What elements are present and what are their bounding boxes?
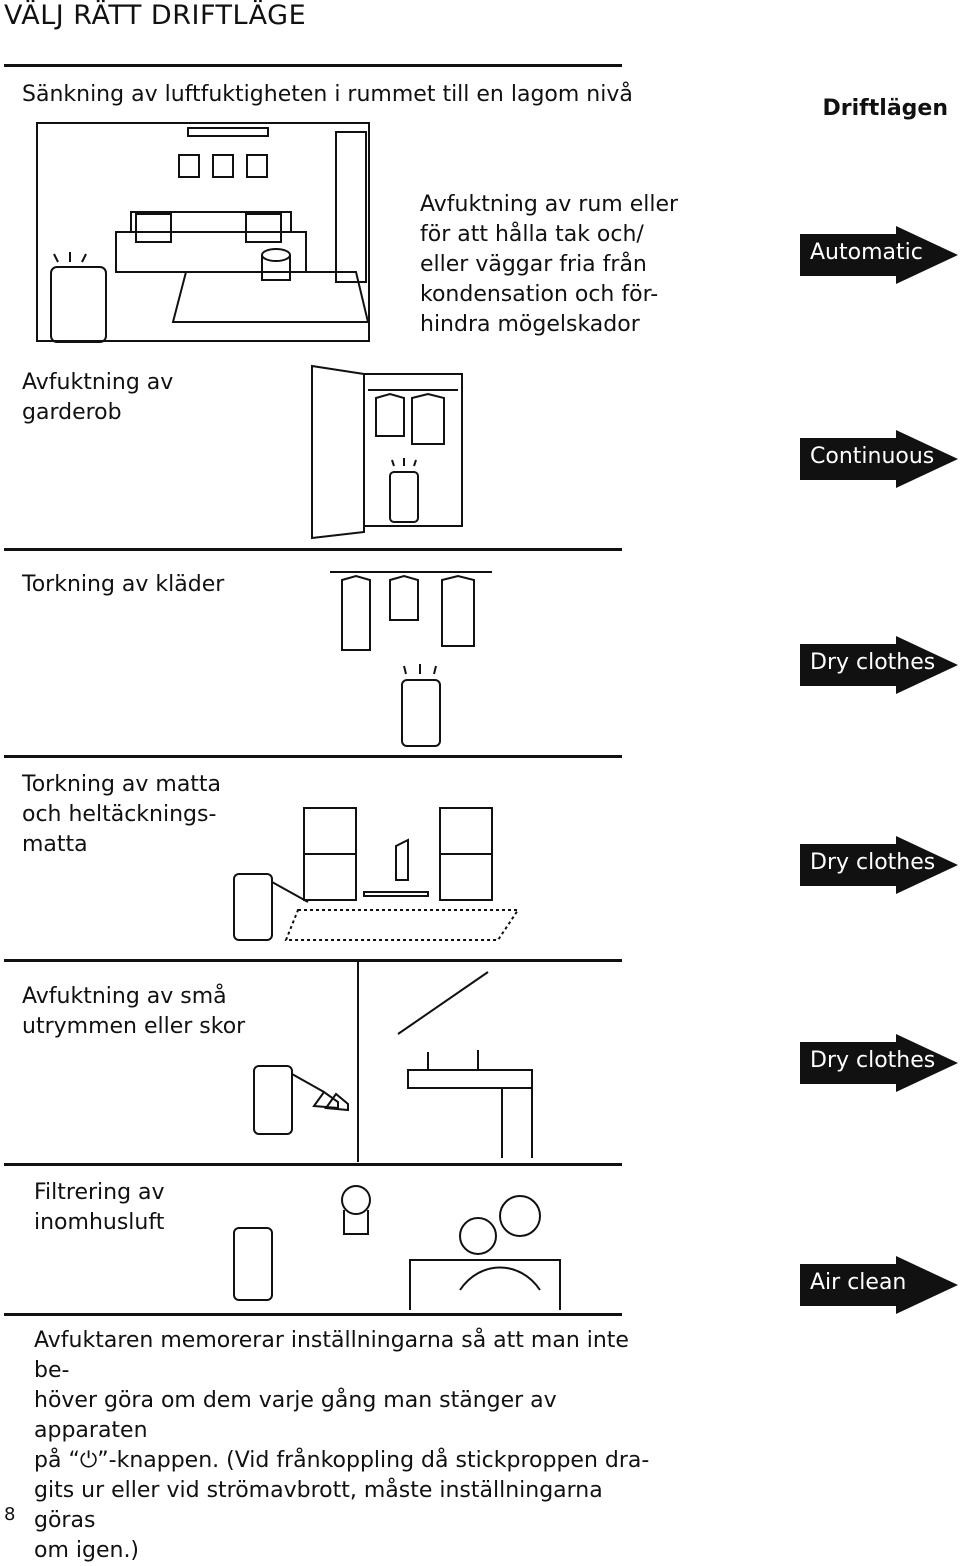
memory-note: Avfuktaren memorerar inställningarna så … xyxy=(34,1328,650,1563)
arrow-shape xyxy=(800,836,958,894)
mode-arrow-dry-clothes: Dry clothes xyxy=(800,836,958,894)
small-space-illustration xyxy=(248,962,538,1162)
section-label-room: Sänkning av luftfuktigheten i rummet til… xyxy=(22,82,633,107)
modes-heading: Driftlägen xyxy=(822,96,948,121)
mode-arrow-continuous: Continuous xyxy=(800,430,958,488)
section-label-small-spaces: Avfuktning av små utrymmen eller skor xyxy=(22,984,246,1039)
room-description: Avfuktning av rum eller för att hålla ta… xyxy=(420,192,679,337)
mode-arrow-dry-clothes: Dry clothes xyxy=(800,636,958,694)
section-divider xyxy=(4,548,622,551)
carpet-drying-illustration xyxy=(228,806,528,946)
section-label-clothes: Torkning av kläder xyxy=(22,572,225,597)
section-divider xyxy=(4,1163,622,1166)
mode-arrow-dry-clothes: Dry clothes xyxy=(800,1034,958,1092)
section-divider xyxy=(4,959,622,962)
mode-label: Continuous xyxy=(810,444,935,469)
clothes-drying-illustration xyxy=(326,562,496,752)
mode-label: Dry clothes xyxy=(810,1048,936,1073)
living-room-illustration xyxy=(36,122,372,344)
section-label-carpet: Torkning av matta och heltäcknings- matt… xyxy=(22,772,222,857)
mode-label: Air clean xyxy=(810,1270,907,1295)
mode-arrow-air-clean: Air clean xyxy=(800,1256,958,1314)
page-number: 8 xyxy=(4,1504,16,1525)
section-divider xyxy=(4,755,622,758)
section-label-wardrobe: Avfuktning av garderob xyxy=(22,370,174,425)
arrow-shape xyxy=(800,1034,958,1092)
mode-label: Automatic xyxy=(810,240,923,265)
arrow-shape xyxy=(800,1256,958,1314)
page-title: VÄLJ RÄTT DRIFTLÄGE xyxy=(4,0,307,31)
mode-label: Dry clothes xyxy=(810,850,936,875)
mode-arrow-automatic: Automatic xyxy=(800,226,958,284)
arrow-shape xyxy=(800,226,958,284)
wardrobe-illustration xyxy=(308,362,466,540)
arrow-shape xyxy=(800,430,958,488)
arrow-shape xyxy=(800,636,958,694)
mode-label: Dry clothes xyxy=(810,650,936,675)
section-divider xyxy=(4,1313,622,1316)
air-clean-illustration xyxy=(230,1180,570,1310)
section-divider xyxy=(4,64,622,67)
section-label-air-filter: Filtrering av inomhusluft xyxy=(34,1180,165,1235)
